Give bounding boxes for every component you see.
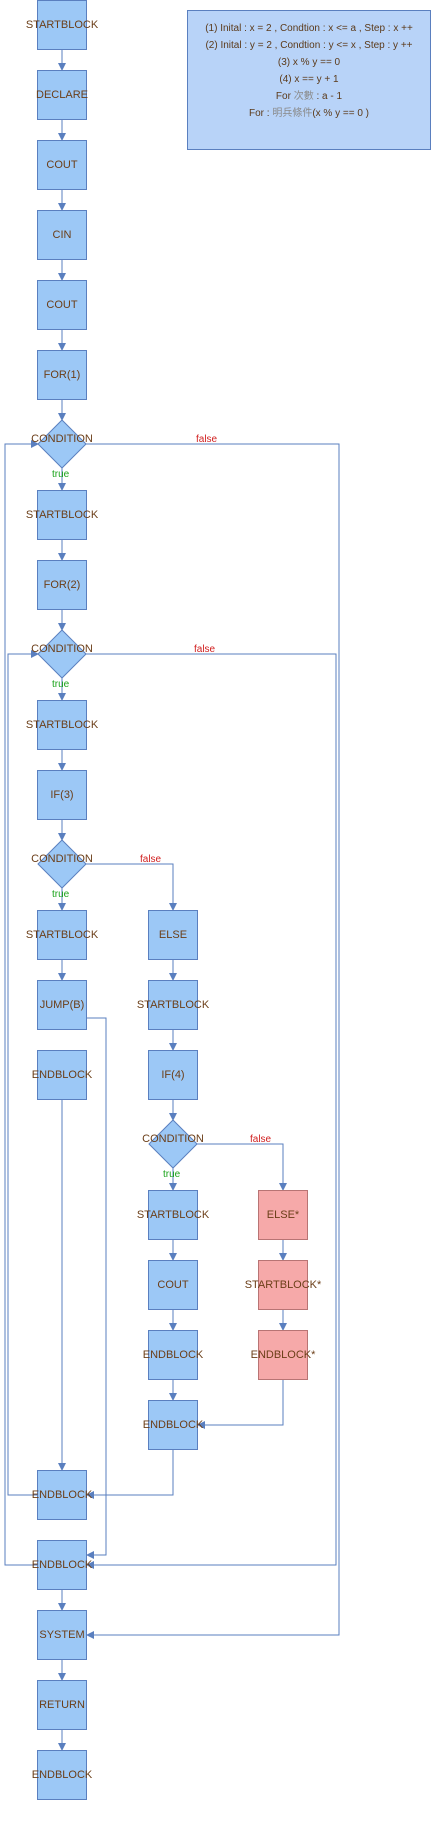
node-for-2[interactable]: FOR(2) [37,560,87,610]
edge-jump-outer-endblock [86,1017,107,1559]
node-startblock-3[interactable]: STARTBLOCK [26,700,98,750]
node-cin[interactable]: CIN [37,210,87,260]
node-endblock-star[interactable]: ENDBLOCK* [251,1330,315,1380]
node-endblock-1[interactable]: ENDBLOCK [32,1050,92,1100]
node-startblock-star[interactable]: STARTBLOCK* [245,1260,321,1310]
node-endblock-final[interactable]: ENDBLOCK [32,1750,92,1800]
condition-label-2[interactable]: CONDITION [31,643,93,655]
note-line-3: (3) x % y == 0 [277,57,341,68]
edge-outer-loop-back [4,440,39,1566]
note-line-5-suffix: : a - 1 [316,91,343,102]
true-label-3: true [52,889,70,900]
node-startblock[interactable]: STARTBLOCK [26,0,98,50]
edge-inner-loop-back [7,650,39,1496]
node-else-star[interactable]: ELSE* [258,1190,308,1240]
note-line-5: For 次數 : a - 1 [188,88,430,105]
node-return[interactable]: RETURN [37,1680,87,1730]
false-label-3: false [140,854,162,865]
node-if-4[interactable]: IF(4) [148,1050,198,1100]
node-for-1[interactable]: FOR(1) [37,350,87,400]
note-line-6-gray: 明兵條件 [272,108,313,119]
condition-diamond-3 [37,839,87,889]
note-line-5-gray: 次數 [293,91,314,102]
node-endblock-3[interactable]: ENDBLOCK [143,1400,203,1450]
node-cout-2[interactable]: COUT [37,280,87,330]
node-cout[interactable]: COUT [37,140,87,190]
edge-condition4-elsestar [197,1143,287,1191]
condition-label-1[interactable]: CONDITION [31,433,93,445]
node-jump-b[interactable]: JUMP(B) [37,980,87,1030]
note-line-4: (4) x == y + 1 [279,74,339,85]
false-label-2: false [194,644,216,655]
false-label-1: false [196,434,218,445]
note-line-2: (2) Inital : y = 2 , Condtion : y <= x ,… [205,40,413,51]
node-system[interactable]: SYSTEM [37,1610,87,1660]
note-line-1: (1) Inital : x = 2 , Condtion : x <= a ,… [205,23,413,34]
true-label-2: true [52,679,70,690]
node-cout-3[interactable]: COUT [148,1260,198,1310]
node-declare[interactable]: DECLARE [36,70,88,120]
node-endblock-2[interactable]: ENDBLOCK [143,1330,203,1380]
note-line-6: For : 明兵條件(x % y == 0 ) [188,105,430,122]
note-line-5-prefix: For [275,91,291,102]
node-startblock-4[interactable]: STARTBLOCK [26,910,98,960]
node-startblock-2[interactable]: STARTBLOCK [26,490,98,540]
edge-else-endblock-merge [86,1450,174,1499]
condition-diamond-1 [37,419,87,469]
node-else[interactable]: ELSE [148,910,198,960]
node-endblock-inner-loop[interactable]: ENDBLOCK [32,1470,92,1520]
condition-diamond-4 [148,1119,198,1169]
edge-condition3-else [86,863,177,911]
edge-condition2-false [86,653,337,1569]
true-label-4: true [163,1169,181,1180]
note-line-6-prefix: For : [248,108,270,119]
true-label-1: true [52,469,70,480]
edge-endblockstar-endblock [197,1380,284,1429]
node-startblock-5[interactable]: STARTBLOCK [137,980,209,1030]
annotation-note: (1) Inital : x = 2 , Condtion : x <= a ,… [187,10,431,150]
node-endblock-outer-loop[interactable]: ENDBLOCK [32,1540,92,1590]
node-startblock-6[interactable]: STARTBLOCK [137,1190,209,1240]
condition-diamond-2 [37,629,87,679]
condition-label-3[interactable]: CONDITION [31,853,93,865]
edge-condition1-false [86,443,340,1639]
false-label-4: false [250,1134,272,1145]
node-if-3[interactable]: IF(3) [37,770,87,820]
note-line-6-suffix: (x % y == 0 ) [312,108,370,119]
condition-label-4[interactable]: CONDITION [142,1133,204,1145]
